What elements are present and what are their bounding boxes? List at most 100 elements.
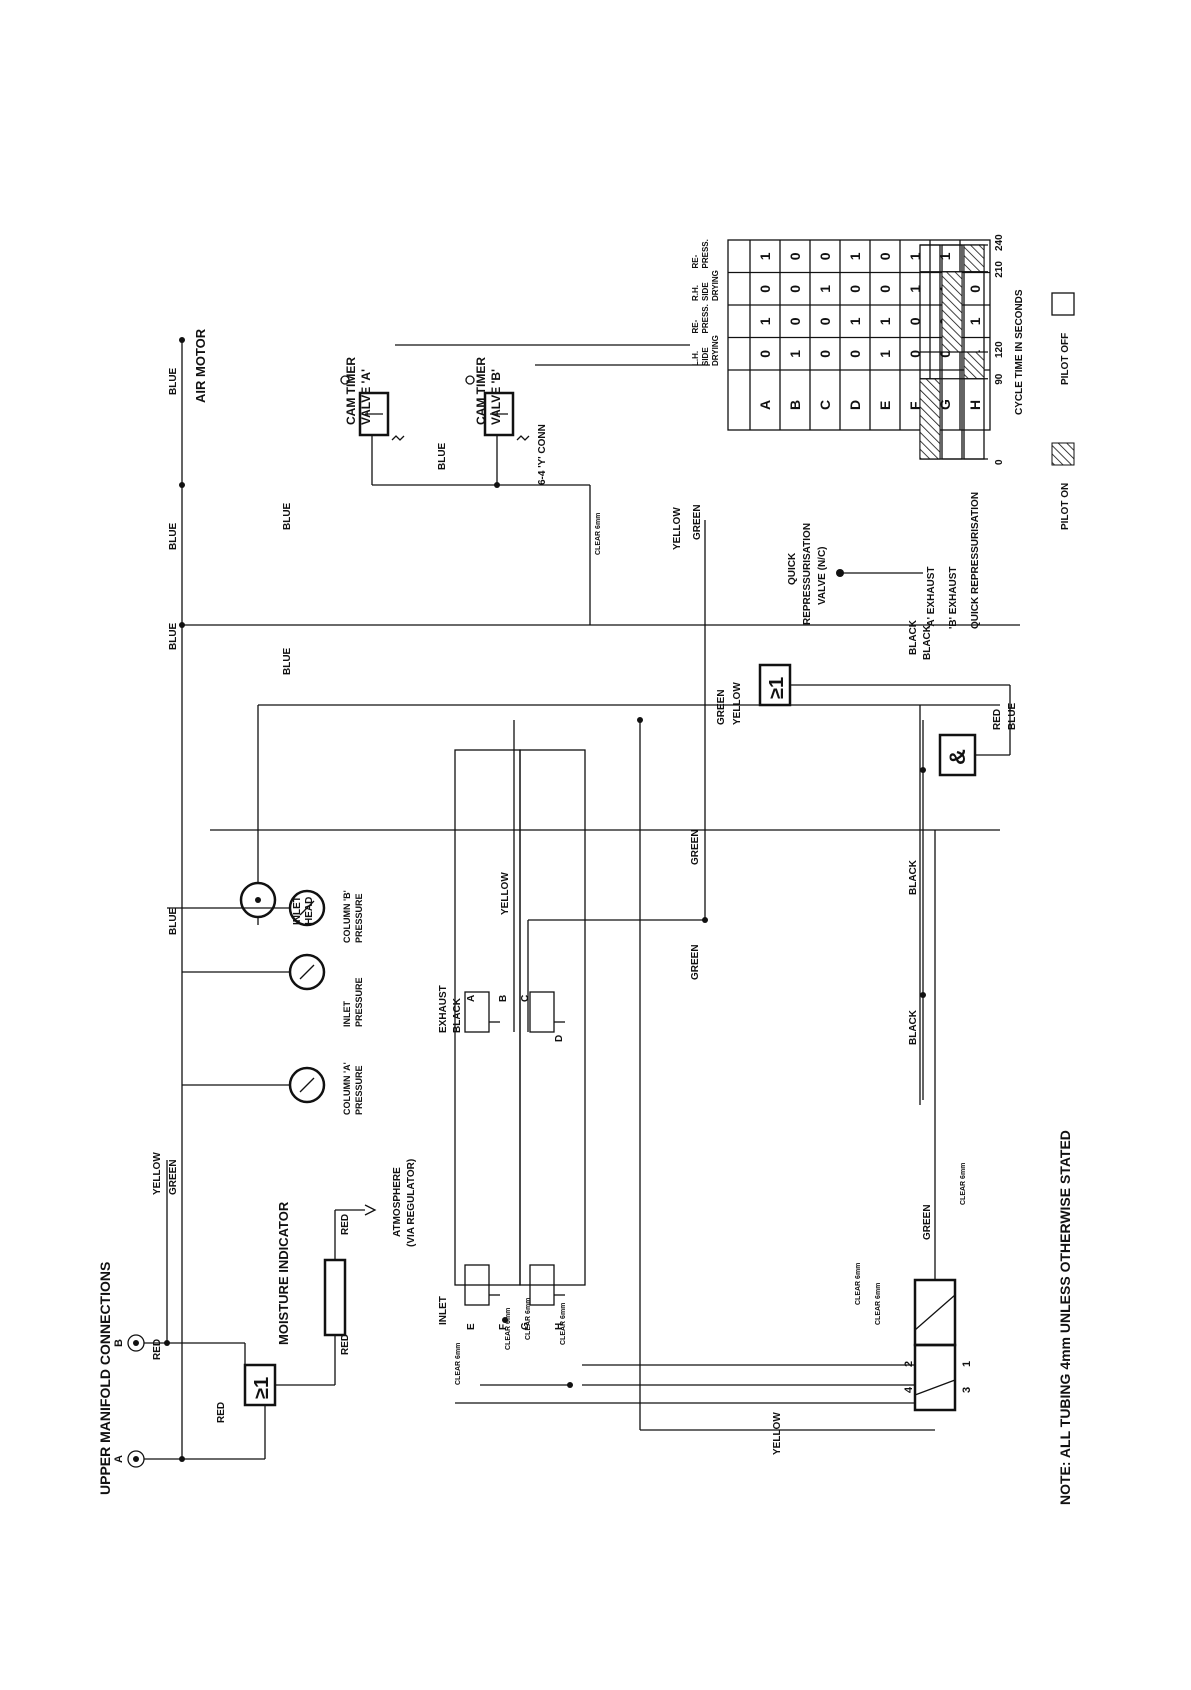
timing-tick-label: 210 (994, 261, 1005, 278)
black-tube-label: BLACK (908, 1009, 919, 1045)
black-tube-label: BLACK (908, 859, 919, 895)
table-cell: 0 (907, 317, 923, 325)
air-motor-label: AIR MOTOR (193, 328, 208, 403)
table-cell: 0 (817, 317, 833, 325)
quick-repress-label-3: VALVE (N/C) (817, 546, 828, 605)
legend-pilot-off-swatch (1051, 292, 1075, 316)
table-header-3: RE- (691, 254, 700, 268)
yellow-tube-label: YELLOW (152, 1152, 163, 1195)
table-cell: 0 (967, 285, 983, 293)
red-tube-label: RED (152, 1339, 163, 1360)
column-b-label-1: COLUMN 'B' (342, 890, 352, 943)
red-tube-label: RED (340, 1214, 351, 1235)
table-cell: 0 (757, 285, 773, 293)
table-cell: 1 (937, 252, 953, 260)
or-symbol: ≥1 (251, 1377, 273, 1399)
clear-tube-label: CLEAR 6mm (855, 1263, 862, 1305)
legend-pilot-off: PILOT OFF (1060, 333, 1071, 385)
red-tube-label: RED (340, 1334, 351, 1355)
cam-timer-b-label-1: CAM TIMER (474, 357, 488, 425)
table-cell: 0 (847, 285, 863, 293)
green-tube-label: GREEN (922, 1204, 933, 1240)
table-header-1: PRESS. (701, 304, 710, 333)
timing-axis-label: CYCLE TIME IN SECONDS (1014, 289, 1025, 415)
cam-timer-a-label-2: VALVE 'A' (359, 369, 373, 425)
blue-tube-label: BLUE (282, 647, 293, 675)
table-row-label: H (967, 400, 983, 410)
pilot-valve-c (529, 991, 565, 1033)
pilot-on-segment (963, 244, 985, 273)
table-header-0: DRYING (711, 335, 720, 366)
table-cell: 0 (937, 350, 953, 358)
quick-repress-label-1: QUICK (787, 552, 798, 585)
port-g-label: G (520, 1322, 531, 1330)
port-e-label: E (466, 1323, 477, 1330)
y-conn-label: 6-4 'Y' CONN (537, 424, 548, 485)
table-cell: 1 (907, 285, 923, 293)
port-b-valve-label: B (498, 995, 509, 1002)
timing-tick-label: 120 (994, 341, 1005, 358)
pilot-valve-a (464, 991, 500, 1033)
table-cell: 0 (757, 350, 773, 358)
atmosphere-label-2: (VIA REGULATOR) (406, 1159, 417, 1247)
timer-or-symbol: ≥1 (766, 677, 788, 699)
and-symbol: & (945, 749, 970, 765)
legend-pilot-on-swatch (1051, 442, 1075, 466)
blue-tube-label: BLUE (168, 622, 179, 650)
timing-row-label: QUICK REPRESSURISATION (970, 492, 981, 629)
green-tube-label: GREEN (692, 504, 703, 540)
cam-timer-valve-a (340, 375, 405, 441)
table-header-2: SIDE (701, 282, 710, 301)
table-header-0: SIDE (701, 347, 710, 366)
blue-tube-label: BLUE (1007, 702, 1018, 730)
exhaust-label: EXHAUST (438, 985, 449, 1033)
table-row-label: F (907, 401, 923, 410)
column-b-label-2: PRESSURE (354, 893, 364, 943)
green-tube-label: GREEN (716, 689, 727, 725)
atmosphere-label-1: ATMOSPHERE (392, 1167, 403, 1237)
table-row-label: G (937, 399, 953, 410)
green-tube-label: GREEN (690, 944, 701, 980)
port-a-valve-label: A (466, 995, 477, 1002)
clear-tube-label: CLEAR 6mm (960, 1163, 967, 1205)
spool-port-3: 3 (961, 1387, 973, 1393)
pilot-on-segment (919, 378, 941, 460)
inlet-head-label-2: HEAD (304, 897, 315, 925)
table-cell: 0 (877, 285, 893, 293)
black-tube-label: BLACK (908, 619, 919, 655)
column-vessel-b (519, 749, 586, 1286)
green-tube-label: GREEN (690, 829, 701, 865)
timing-tick-label: 90 (994, 373, 1005, 385)
blue-tube-label: BLUE (282, 502, 293, 530)
yellow-tube-label: YELLOW (500, 872, 511, 915)
table-cell: 1 (757, 252, 773, 260)
column-a-label-1: COLUMN 'A' (342, 1062, 352, 1115)
red-tube-label: RED (216, 1402, 227, 1423)
table-cell: 1 (757, 317, 773, 325)
spool-port-1: 1 (961, 1361, 973, 1367)
table-header-1: RE- (691, 319, 700, 333)
table-header-2: R.H. (691, 285, 700, 301)
inlet-label: INLET (438, 1296, 449, 1325)
tubing-note: NOTE: ALL TUBING 4mm UNLESS OTHERWISE ST… (1057, 1130, 1073, 1505)
blue-tube-label: BLUE (437, 442, 448, 470)
port-b-label: B (113, 1339, 125, 1347)
table-cell: 1 (877, 350, 893, 358)
table-cell: 1 (907, 252, 923, 260)
timing-tick-label: 0 (994, 459, 1005, 465)
table-cell: 0 (847, 350, 863, 358)
moisture-indicator-label: MOISTURE INDICATOR (276, 1201, 291, 1345)
port-c-label: C (520, 995, 531, 1002)
clear-tube-label: CLEAR 6mm (595, 513, 602, 555)
timing-row-label: 'B' EXHAUST (948, 566, 959, 629)
cam-timer-b-label-2: VALVE 'B' (489, 369, 503, 425)
table-row-label: D (847, 400, 863, 410)
pilot-valve-g (529, 1264, 565, 1306)
table-cell: 0 (877, 252, 893, 260)
table-cell: 1 (817, 285, 833, 293)
table-cell: 0 (787, 285, 803, 293)
quick-repress-label-2: REPRESSURISATION (802, 523, 813, 625)
